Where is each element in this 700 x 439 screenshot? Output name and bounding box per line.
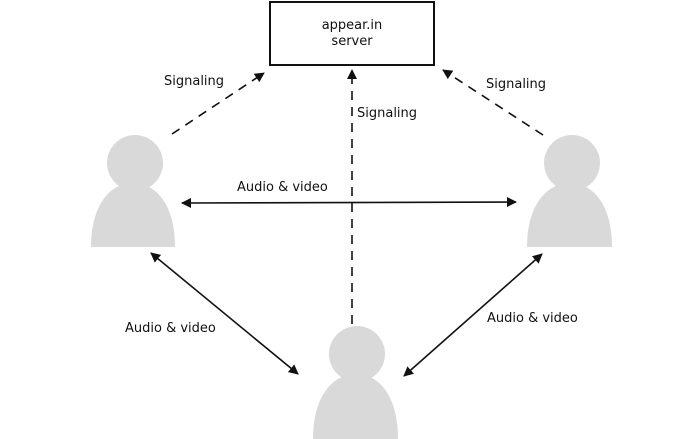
person-icon-bottom [313, 326, 398, 439]
signaling-line-left [171, 72, 265, 135]
server-box: appear.in server [269, 1, 435, 66]
server-label-line2: server [331, 33, 373, 49]
signaling-line-right [442, 69, 544, 136]
av-line-top [181, 197, 517, 208]
server-label-line1: appear.in [321, 17, 383, 33]
av-line-right [403, 253, 543, 377]
av-label-left: Audio & video [125, 321, 216, 336]
signaling-label-right: Signaling [486, 77, 547, 92]
av-line-left [150, 252, 299, 375]
person-icon-right [527, 135, 612, 247]
av-label-right: Audio & video [487, 311, 578, 326]
person-icon-left [91, 135, 175, 247]
signaling-label-left: Signaling [164, 74, 225, 89]
signaling-label-center: Signaling [355, 106, 420, 121]
av-label-top: Audio & video [237, 180, 328, 195]
